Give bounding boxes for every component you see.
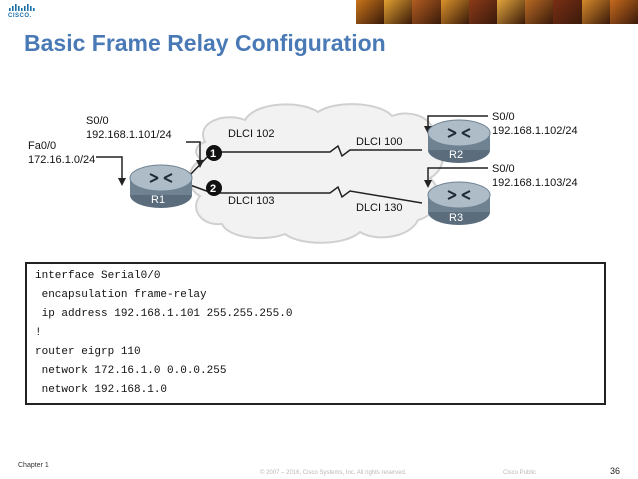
vc1-number: 1 — [210, 148, 216, 160]
frame-relay-diagram: R1 R2 R3 1 2 Fa0/0 172.16.1.0/24 S0/0 19… — [28, 103, 578, 244]
code-line-1: interface Serial0/0 — [35, 270, 161, 282]
r2-iface: S0/0 — [492, 111, 515, 123]
header-photo — [581, 0, 610, 24]
r3-iface: S0/0 — [492, 163, 515, 175]
router-r2-label: R2 — [449, 149, 463, 161]
r1-s-iface: S0/0 — [86, 115, 109, 127]
r1-fa-iface: Fa0/0 — [28, 140, 56, 152]
code-line-2: encapsulation frame-relay — [35, 289, 207, 301]
header-photo-strip — [356, 0, 638, 24]
logo-text: CISCO. — [8, 13, 32, 19]
chapter-label: Chapter 1 — [18, 462, 49, 469]
header-photo — [525, 0, 554, 24]
r2-ip: 192.168.1.102/24 — [492, 125, 578, 137]
code-line-4: ! — [35, 327, 42, 339]
page-number: 36 — [610, 466, 621, 476]
page-title: Basic Frame Relay Configuration — [24, 30, 386, 56]
router-r3-icon[interactable] — [427, 181, 491, 225]
vc2-remote-dlci: DLCI 130 — [356, 202, 402, 214]
vc1-remote-dlci: DLCI 100 — [356, 136, 402, 148]
vc2-badge — [206, 180, 222, 196]
header-banner: CISCO. — [0, 0, 638, 24]
copyright-text: © 2007 – 2016, Cisco Systems, Inc. All r… — [260, 470, 407, 476]
cisco-logo-icon — [9, 4, 35, 11]
code-line-7: network 192.168.1.0 — [35, 384, 168, 396]
r3-ip: 192.168.1.103/24 — [492, 177, 578, 189]
code-line-6: network 172.16.1.0 0.0.0.255 — [35, 365, 227, 377]
vc1-local-dlci: DLCI 102 — [228, 128, 274, 140]
r1-s-pointer — [186, 141, 201, 162]
header-photo — [384, 0, 413, 24]
header-photo — [440, 0, 469, 24]
header-photo — [412, 0, 441, 24]
r3-s-pointer — [427, 167, 488, 182]
header-photo — [356, 0, 385, 24]
vc1-badge — [206, 145, 222, 161]
header-photo — [468, 0, 498, 24]
vc2-local-dlci: DLCI 103 — [228, 195, 274, 207]
frame-relay-cloud — [188, 103, 444, 244]
router-r1-label: R1 — [151, 194, 165, 206]
router-r2-icon[interactable] — [427, 119, 491, 163]
code-line-5: router eigrp 110 — [35, 346, 141, 358]
header-photo — [497, 0, 526, 24]
r1-fa-ip: 172.16.1.0/24 — [28, 154, 95, 166]
header-photo — [609, 0, 638, 24]
r1-s-ip: 192.168.1.101/24 — [86, 129, 172, 141]
router-r3-label: R3 — [449, 212, 463, 224]
code-line-3: ip address 192.168.1.101 255.255.255.0 — [35, 308, 293, 320]
config-code-box: interface Serial0/0 encapsulation frame-… — [25, 262, 606, 405]
router-r1-icon[interactable] — [129, 164, 193, 208]
header-photo — [553, 0, 582, 24]
r1-fa-pointer — [96, 156, 123, 180]
vc2-number: 2 — [210, 183, 216, 195]
r2-s-pointer — [427, 115, 488, 128]
classification-text: Cisco Public — [503, 470, 537, 476]
